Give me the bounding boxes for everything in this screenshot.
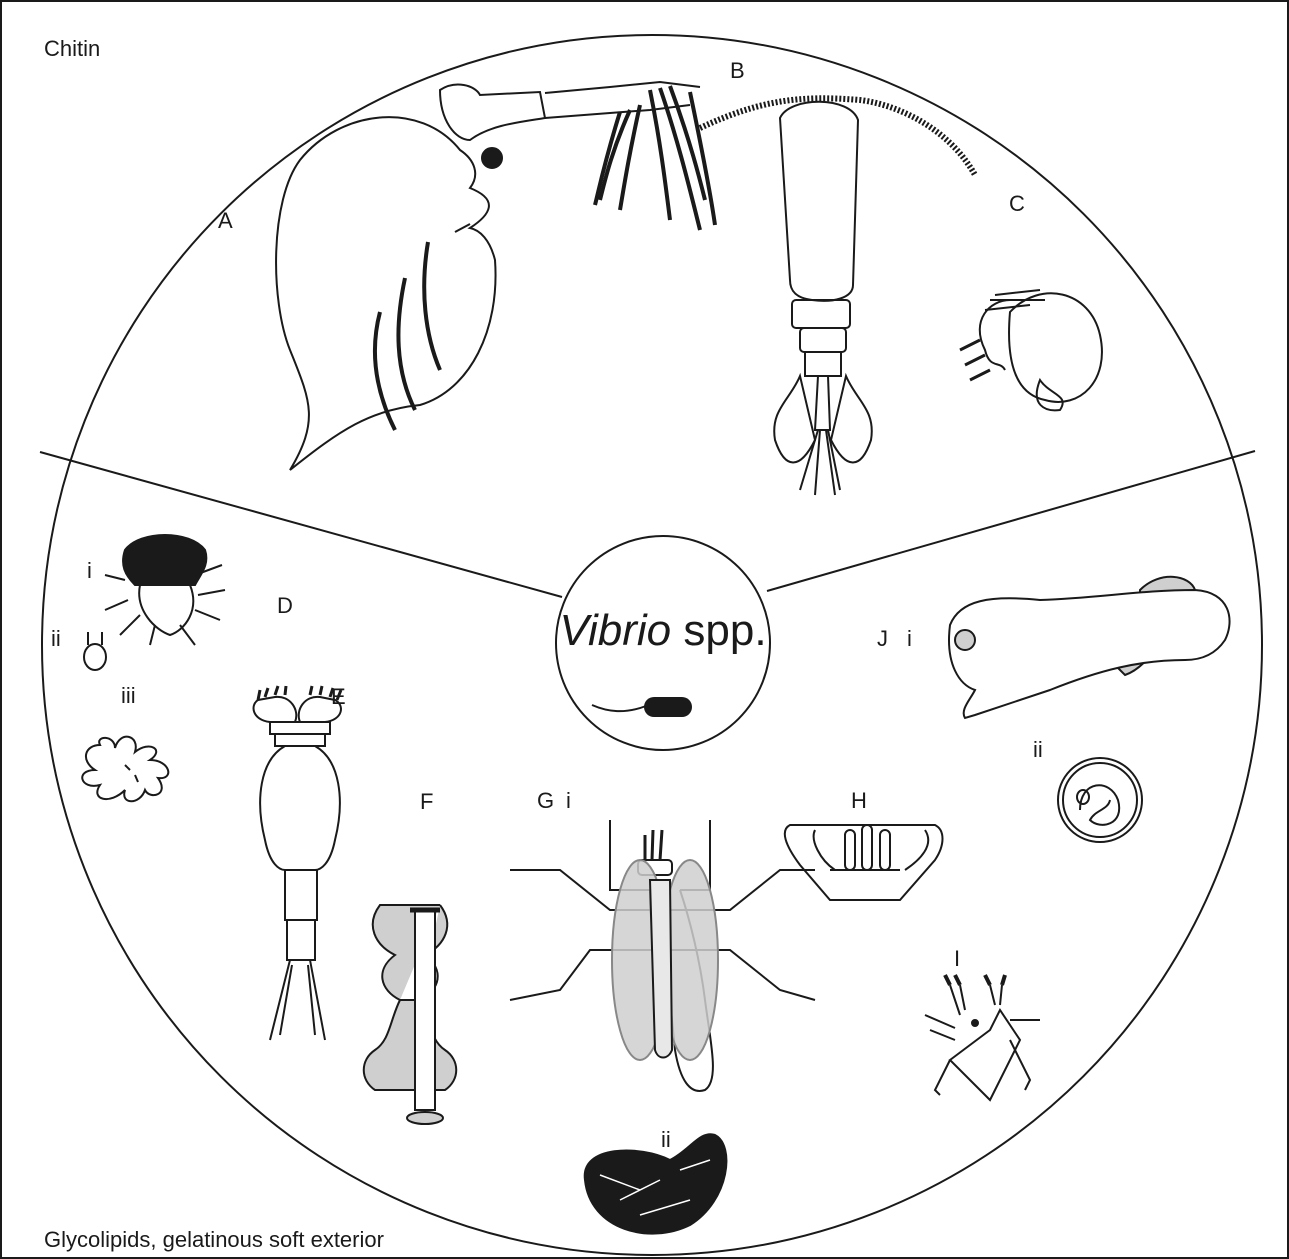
region-label-bottom: Glycolipids, gelatinous soft exterior — [44, 1227, 384, 1253]
sub-label-g-ii: ii — [661, 1127, 671, 1152]
label-h: H — [851, 788, 867, 813]
label-j: J — [877, 626, 888, 651]
sub-label-j-ii: ii — [1033, 737, 1043, 762]
label-f: F — [420, 789, 433, 814]
center-label: Vibrio spp. — [559, 606, 766, 655]
label-b: B — [730, 58, 745, 83]
sub-label-d-iii: iii — [121, 683, 136, 708]
region-label-top: Chitin — [44, 36, 100, 62]
label-e: E — [331, 684, 346, 709]
label-c: C — [1009, 191, 1025, 216]
sub-label-j-i: i — [907, 626, 912, 651]
label-i: I — [954, 946, 960, 971]
label-g: G — [537, 788, 554, 813]
sub-label-d-i: i — [87, 558, 92, 583]
sub-label-g-i: i — [566, 788, 571, 813]
sub-label-d-ii: ii — [51, 626, 61, 651]
label-d: D — [277, 593, 293, 618]
label-a: A — [218, 208, 233, 233]
